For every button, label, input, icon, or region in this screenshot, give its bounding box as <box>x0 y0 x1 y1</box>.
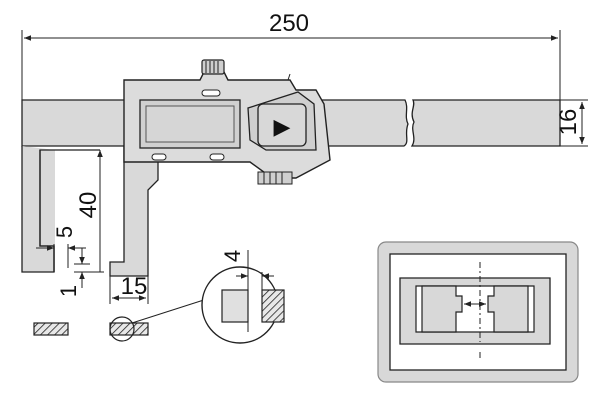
jaw-width-dimension: 15 <box>109 273 149 304</box>
overall-length-label: 250 <box>269 10 309 37</box>
detail-circle: 4 <box>201 250 285 344</box>
play-icon: ▶ <box>274 115 291 140</box>
jaw-tip-width-label: 5 <box>52 226 77 238</box>
sliding-jaw <box>109 145 159 277</box>
mode-button[interactable] <box>257 103 307 147</box>
jaw-tip-thickness-dimension: 1 <box>56 248 90 297</box>
slider-body: ▶ <box>123 59 331 185</box>
jaw-width-label: 15 <box>121 273 148 300</box>
jaw-depth-label: 40 <box>75 192 102 219</box>
beam-height-dimension: 16 <box>555 99 588 147</box>
jaw-cross-section-right <box>109 297 211 342</box>
jaw-tip-width-dimension: 5 <box>36 226 86 268</box>
detail-width-label: 4 <box>220 250 245 262</box>
thumb-wheel <box>201 59 225 75</box>
jaw-depth-dimension: 40 <box>75 150 104 273</box>
overall-length-dimension: 250 <box>21 10 561 100</box>
usage-inset <box>377 241 579 383</box>
beam-height-label: 16 <box>555 109 582 136</box>
jaw-tip-thickness-label: 1 <box>56 285 81 297</box>
jaw-cross-section-left <box>33 322 69 336</box>
